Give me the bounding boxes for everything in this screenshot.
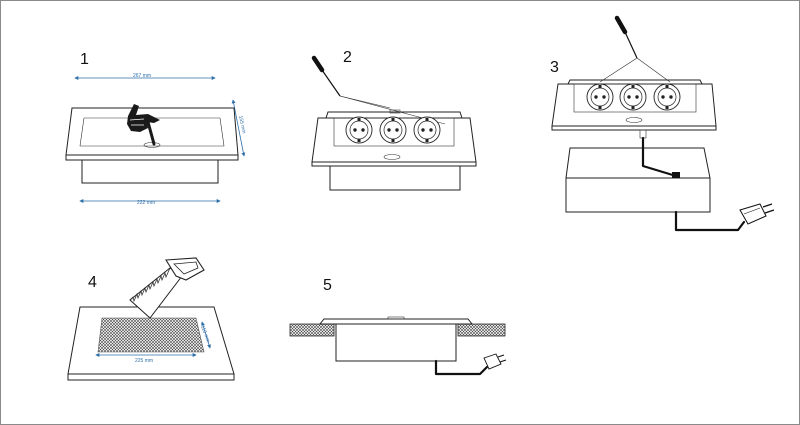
socket-icon <box>653 83 681 111</box>
push-button <box>383 154 401 160</box>
screwdriver-icon <box>614 15 638 59</box>
saw-icon <box>129 257 205 319</box>
socket-icon <box>586 83 614 111</box>
step-number: 2 <box>343 49 352 66</box>
step-4: 4 225 mm 110 mm <box>67 257 235 381</box>
box-body <box>565 178 711 213</box>
step-5: 5 <box>289 277 507 376</box>
guide-line <box>599 57 638 83</box>
cable <box>641 136 678 178</box>
latch <box>389 109 401 114</box>
cable-clip <box>672 172 680 178</box>
plate-edge <box>311 162 477 167</box>
step-number: 5 <box>323 277 332 294</box>
dimension-label: 222 mm <box>137 200 155 206</box>
dimension-label: 225 mm <box>135 358 153 364</box>
push-button <box>143 142 161 148</box>
socket-icon <box>379 116 407 144</box>
panel-edge <box>67 374 235 381</box>
plug-icon <box>483 353 507 370</box>
socket-icon <box>619 83 647 111</box>
guide-line <box>636 57 671 83</box>
box-body <box>81 160 219 184</box>
step-1: 1 267 mm 155 mm 222 mm <box>65 51 247 206</box>
box-body <box>329 166 461 191</box>
step-number: 1 <box>80 51 89 68</box>
socket-icon <box>413 116 441 144</box>
plate-edge <box>551 126 717 131</box>
plate-recess <box>79 117 225 147</box>
countertop-left <box>289 323 335 337</box>
step-2: 2 <box>311 49 477 191</box>
dimension-label: 267 mm <box>133 73 151 79</box>
dimension-label: 110 mm <box>199 325 211 344</box>
dimension-line <box>231 99 246 157</box>
push-button <box>625 117 643 123</box>
step-number: 4 <box>88 274 97 291</box>
cable <box>434 359 489 376</box>
step-number: 3 <box>550 59 559 76</box>
connector <box>639 129 647 139</box>
lid <box>567 79 703 85</box>
dimension-label: 155 mm <box>237 115 247 134</box>
hand-icon <box>127 104 160 146</box>
plate-edge <box>65 155 239 161</box>
cable <box>674 210 746 232</box>
box-opening <box>565 147 711 179</box>
screwdriver-icon <box>311 55 341 97</box>
countertop-right <box>457 323 506 337</box>
installed-box <box>335 323 457 362</box>
cutout-area <box>97 317 205 353</box>
step-3: 3 <box>550 15 775 232</box>
plug-icon <box>739 203 775 225</box>
dimension-line <box>201 321 211 349</box>
socket-icon <box>345 116 373 144</box>
lid-button <box>387 316 405 320</box>
box-flange <box>318 318 474 325</box>
